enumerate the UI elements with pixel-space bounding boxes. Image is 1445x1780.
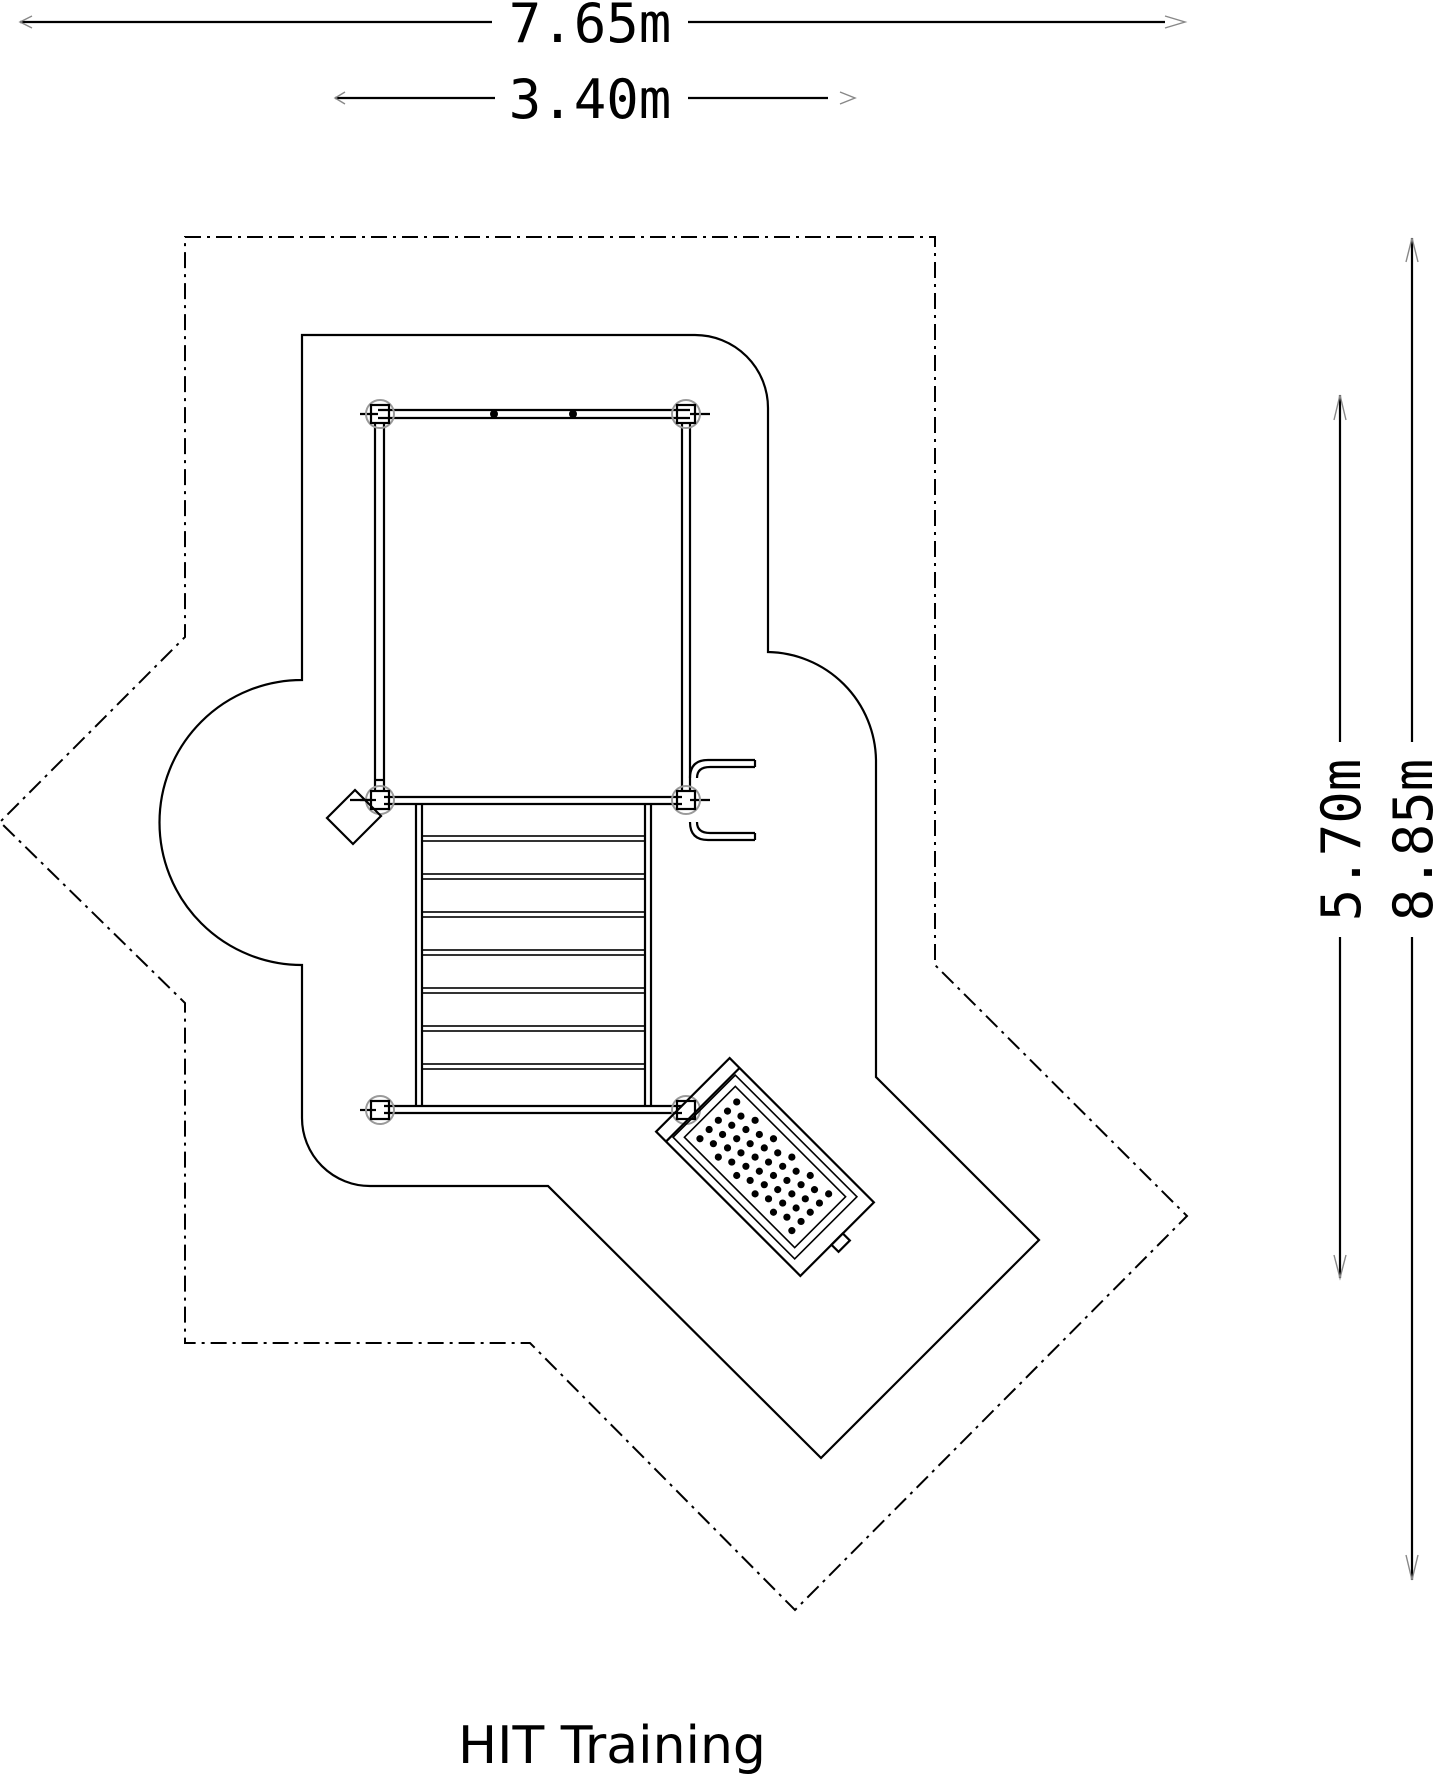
grip-dot (815, 1199, 824, 1207)
grip-dot (769, 1135, 778, 1143)
grip-dot (755, 1130, 763, 1139)
grip-dot (825, 1190, 833, 1198)
hanging-plate (325, 788, 383, 846)
grip-dot (797, 1217, 805, 1226)
ladder-rung (421, 949, 646, 956)
post-top-right (671, 399, 701, 429)
grip-dot (723, 1107, 732, 1115)
step-platform (654, 1056, 876, 1278)
grip-dots (696, 1098, 833, 1235)
grip-dot (714, 1153, 722, 1161)
grip-dot (733, 1171, 741, 1180)
grip-dot (792, 1204, 800, 1212)
ladder-rung (421, 1063, 646, 1070)
grip-dot (810, 1186, 819, 1194)
ladder-rung (421, 1025, 646, 1032)
grip-dot (718, 1130, 727, 1139)
horizontal-ladder (414, 804, 653, 1106)
inner-height-label: 5.70m (1310, 759, 1373, 922)
ladder-rung (421, 987, 646, 994)
grip-dot (788, 1190, 796, 1198)
ladder-rung (421, 911, 646, 918)
grip-dot (774, 1149, 782, 1157)
grip-dot (733, 1098, 741, 1106)
grip-dot (774, 1186, 782, 1194)
training-frame (360, 408, 710, 1115)
grip-dot (788, 1153, 796, 1161)
grip-dot (806, 1171, 814, 1180)
grip-dot (714, 1116, 722, 1124)
dimension-outer-width: 7.65m (18, 0, 1188, 55)
grip-dot (769, 1208, 778, 1216)
grip-dot (755, 1167, 763, 1175)
grip-dot (806, 1208, 814, 1216)
grip-dot (751, 1190, 759, 1198)
top-bar-ring (490, 410, 498, 418)
outer-width-label: 7.65m (509, 0, 672, 55)
dimension-outer-height: 8.85m (1382, 237, 1445, 1581)
grip-dot (769, 1171, 778, 1180)
grip-dot (733, 1135, 741, 1143)
grip-dot (751, 1153, 759, 1161)
dip-bars (688, 758, 757, 842)
ladder-rung (421, 835, 646, 842)
impact-surface-outline (158, 333, 1041, 1460)
post-top-left (365, 399, 395, 429)
grip-dot (764, 1158, 773, 1166)
dimension-inner-height: 5.70m (1310, 394, 1373, 1281)
post-bottom-left (365, 1095, 395, 1125)
grip-dot (705, 1125, 713, 1134)
grip-dot (764, 1195, 773, 1203)
grip-dot (737, 1112, 745, 1120)
grip-dot (801, 1195, 809, 1203)
inner-width-label: 3.40m (509, 68, 672, 131)
safety-zone-outline (0, 236, 1189, 1612)
grip-dot (723, 1144, 732, 1152)
post-middle-right (671, 785, 701, 815)
grip-dot (797, 1181, 805, 1189)
grip-dot (779, 1199, 787, 1207)
grip-dot (788, 1227, 796, 1235)
ladder-rung (421, 873, 646, 880)
dimension-inner-width: 3.40m (333, 68, 857, 131)
grip-dot (737, 1149, 745, 1157)
equipment-title: HIT Training (458, 1716, 766, 1776)
grip-dot (751, 1116, 759, 1124)
grip-dot (746, 1140, 754, 1148)
top-bar-ring (569, 410, 577, 418)
outer-height-label: 8.85m (1382, 759, 1445, 922)
grip-dot (728, 1158, 736, 1166)
grip-dot (742, 1125, 750, 1134)
grip-dot (779, 1162, 787, 1170)
grip-dot (742, 1162, 750, 1170)
grip-dot (792, 1167, 800, 1175)
grip-dot (760, 1144, 768, 1152)
grip-dot (696, 1135, 704, 1143)
grip-dot (783, 1176, 791, 1185)
grip-dot (709, 1140, 717, 1148)
grip-dot (760, 1181, 768, 1189)
grip-dot (746, 1176, 754, 1185)
grip-dot (728, 1121, 736, 1129)
grip-dot (783, 1213, 791, 1221)
post-middle-left (365, 785, 395, 815)
